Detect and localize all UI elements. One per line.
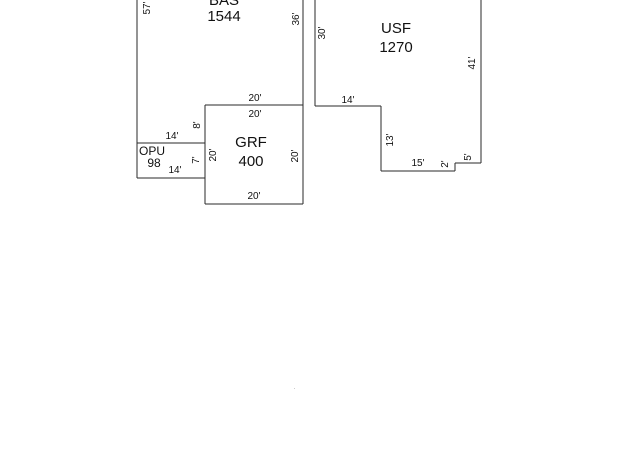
dim-usf-step-top: 14' bbox=[341, 95, 354, 106]
grf-area-value: 400 bbox=[238, 153, 263, 170]
dim-bas-right: 36' bbox=[291, 12, 302, 25]
dim-usf-step-side: 13' bbox=[385, 133, 396, 146]
dim-bas-left: 57' bbox=[142, 1, 153, 14]
dim-opu-top: 14' bbox=[165, 131, 178, 142]
dim-grf-bottom: 20' bbox=[247, 191, 260, 202]
grf-label: GRF bbox=[235, 134, 267, 151]
dim-usf-right-low: 5' bbox=[463, 153, 474, 161]
bas-area-value: 1544 bbox=[207, 8, 240, 25]
dim-opu-right-bottom: 7' bbox=[191, 156, 202, 164]
dim-grf-right: 20' bbox=[290, 149, 301, 162]
usf-label: USF bbox=[381, 20, 411, 37]
dim-usf-bottom: 15' bbox=[411, 158, 424, 169]
opu-area-value: 98 bbox=[147, 156, 161, 170]
scan-speck bbox=[294, 388, 295, 389]
dim-opu-right-top: 8' bbox=[192, 121, 203, 129]
dim-grf-left: 20' bbox=[208, 148, 219, 161]
dim-opu-bottom: 14' bbox=[168, 165, 181, 176]
dim-usf-left: 30' bbox=[317, 26, 328, 39]
dim-bas-bottom: 20' bbox=[248, 93, 261, 104]
dim-grf-top: 20' bbox=[248, 109, 261, 120]
bas-outline bbox=[136, 0, 304, 205]
bas-label: BAS bbox=[209, 0, 239, 9]
usf-outline bbox=[314, 0, 482, 172]
opu-label: OPU bbox=[139, 144, 165, 158]
dim-usf-right: 41' bbox=[467, 56, 478, 69]
dim-usf-notch: 2' bbox=[440, 160, 451, 168]
usf-area-value: 1270 bbox=[379, 39, 412, 56]
